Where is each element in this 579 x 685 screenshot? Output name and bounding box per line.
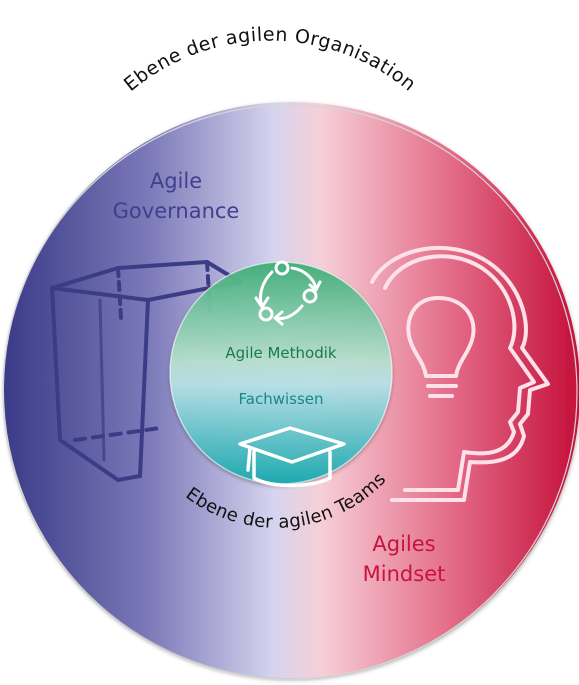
head-lightbulb-icon <box>370 245 550 502</box>
cycle-arrows-icon <box>254 260 322 326</box>
outer-circle-sketch-outline <box>2 104 578 680</box>
right-title-line2: Mindset <box>363 562 446 586</box>
cube-icon <box>50 260 242 482</box>
center-top-label: Agile Methodik <box>225 344 337 362</box>
left-title-line1: Agile <box>150 169 202 193</box>
center-bottom-label: Fachwissen <box>239 390 324 408</box>
left-title-line2: Governance <box>113 199 240 223</box>
inner-circle-teams <box>170 262 392 484</box>
right-title-line1: Agiles <box>372 532 435 556</box>
graduation-cap-icon <box>238 426 346 488</box>
